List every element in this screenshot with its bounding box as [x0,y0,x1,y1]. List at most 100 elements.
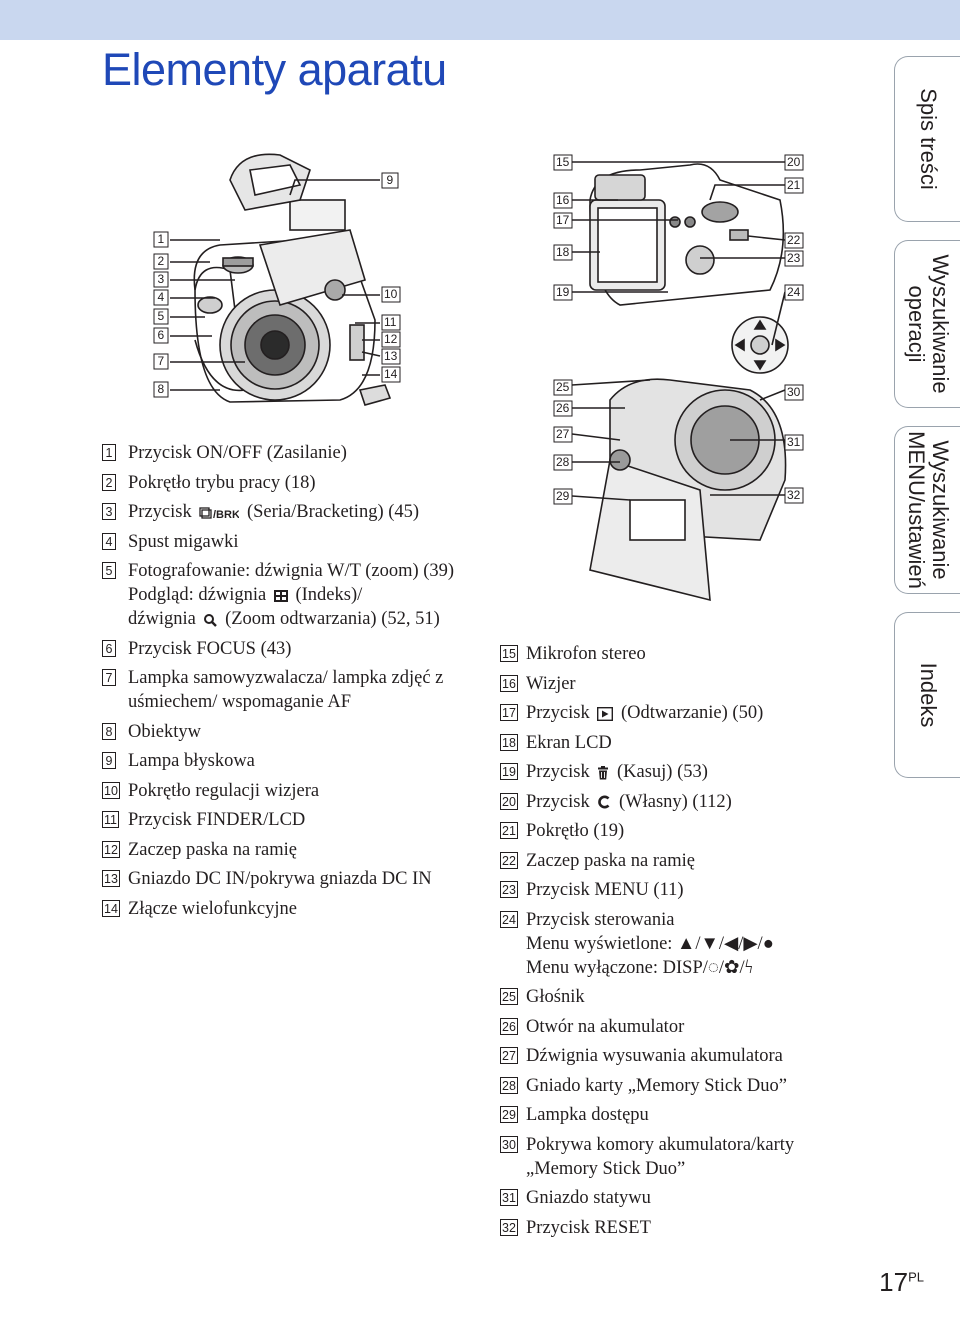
callout-17: 17 [553,212,573,229]
item-number: 27 [500,1047,518,1064]
item-number: 14 [102,899,120,917]
item-number: 9 [102,752,116,769]
svg-text:26: 26 [556,401,570,415]
callout-2: 2 [153,253,169,270]
svg-text:18: 18 [556,245,570,259]
tab-index[interactable]: Indeks [894,612,960,778]
callout-13: 13 [381,348,401,365]
callout-28: 28 [553,454,573,471]
svg-text:16: 16 [556,193,570,207]
svg-text:25: 25 [556,380,570,394]
trash-icon [598,765,609,780]
item-number: 12 [102,840,120,858]
svg-text:4: 4 [158,290,165,304]
svg-text:21: 21 [787,178,801,192]
svg-text:31: 31 [787,435,801,449]
svg-text:8: 8 [158,382,165,396]
svg-text:20: 20 [787,155,801,169]
svg-text:13: 13 [384,349,398,363]
svg-text:27: 27 [556,427,570,441]
item-number: 22 [500,851,518,869]
svg-text:6: 6 [158,328,165,342]
item-number: 5 [102,562,116,579]
page-title: Elementy aparatu [102,44,447,95]
tab-table-of-contents[interactable]: Spis treści [894,56,960,222]
item-number: 15 [500,645,518,662]
svg-text:29: 29 [556,489,570,503]
callout-27: 27 [553,426,573,443]
callout-7: 7 [153,353,169,370]
svg-text:24: 24 [787,285,801,299]
item-number: 10 [102,781,120,799]
item-number: 24 [500,910,518,928]
item-number: 7 [102,669,116,686]
svg-text:5: 5 [158,309,165,323]
svg-text:11: 11 [384,315,397,329]
item-number: 19 [500,763,518,780]
item-number: 4 [102,532,116,550]
svg-text:10: 10 [384,287,398,301]
callout-6: 6 [153,327,169,344]
top-banner [0,0,960,40]
callout-16: 16 [553,192,573,209]
item-number: 13 [102,870,120,887]
item-number: 32 [500,1218,518,1236]
item-number: 23 [500,881,518,898]
callout-24: 24 [784,284,804,301]
callout-4: 4 [153,289,169,306]
callout-30: 30 [784,384,804,401]
item-number: 28 [500,1076,518,1094]
item-number: 17 [500,704,518,721]
item-number: 11 [102,811,119,828]
item-number: 18 [500,733,518,751]
callout-18: 18 [553,244,573,261]
svg-text:/BRK: /BRK [213,509,239,521]
tab-operation-search[interactable]: Wyszukiwanie operacji [894,240,960,408]
custom-c-icon [598,795,610,809]
callout-1: 1 [153,231,169,248]
callout-25: 25 [553,379,573,396]
callout-19: 19 [553,284,573,301]
callout-5: 5 [153,308,169,325]
callout-22: 22 [784,232,804,249]
svg-text:32: 32 [787,488,801,502]
svg-text:30: 30 [787,385,801,399]
svg-text:1: 1 [158,232,165,246]
item-number: 6 [102,639,116,657]
item-number: 29 [500,1106,518,1123]
zoom-magnifier-icon [204,613,218,627]
callout-26: 26 [553,400,573,417]
callout-8: 8 [153,381,169,398]
item-number: 30 [500,1135,518,1153]
callout-20: 20 [784,154,804,171]
item-number: 31 [500,1189,518,1206]
tab-menu-settings-search[interactable]: Wyszukiwanie MENU/ustawień [894,426,960,594]
svg-text:22: 22 [787,233,801,247]
callout-15: 15 [553,154,573,171]
svg-text:3: 3 [158,272,165,286]
callout-3: 3 [153,271,169,288]
callout-31: 31 [784,434,804,451]
item-number: 2 [102,473,116,491]
item-number: 1 [102,444,116,461]
callout-14: 14 [381,366,401,383]
item-number: 16 [500,674,518,692]
item-number: 8 [102,722,116,740]
